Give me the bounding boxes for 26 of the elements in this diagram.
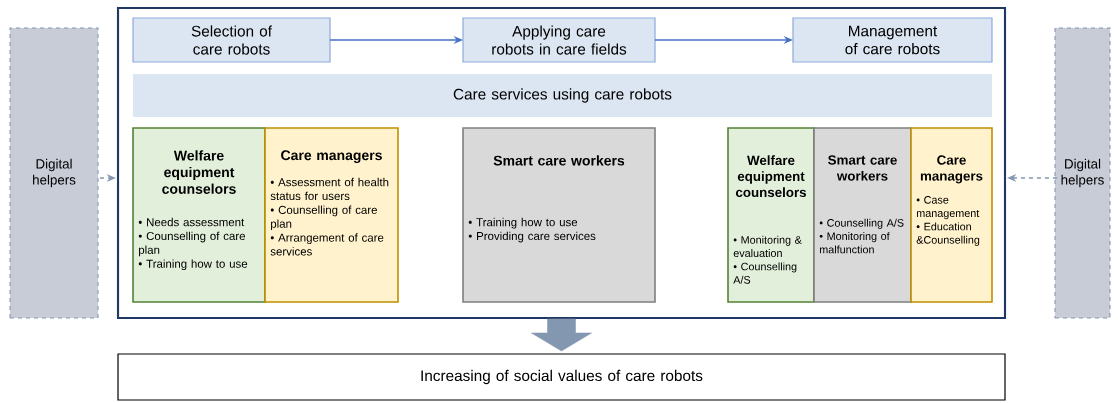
role-heading: Smart care workers <box>493 155 625 166</box>
bullet-list: • Training how to use • Providing care services <box>468 217 596 243</box>
role-heading: Care managers <box>920 155 983 184</box>
bullet-list: • Counselling A/S • Monitoring of malfunction <box>819 218 904 254</box>
helper-box: Digital helpers <box>1054 27 1111 319</box>
bullet-list: • Assessment of health status for users • Counselling of care plan • Arrangement of care services <box>270 177 389 256</box>
service-band: Care services using care robots <box>133 74 992 117</box>
role-heading: Welfare equipment counselors <box>162 150 236 194</box>
role-box <box>132 127 266 303</box>
role-heading: Care managers <box>281 150 382 163</box>
role-box <box>264 127 399 303</box>
role-box <box>910 127 993 303</box>
process-box: Applying care robots in care fields <box>462 17 656 63</box>
role-box <box>813 127 912 303</box>
role-heading: Welfare equipment counselors <box>735 155 807 198</box>
role-box <box>727 127 815 303</box>
result-box: Increasing of social values of care robots <box>117 353 1006 401</box>
process-box: Selection of care robots <box>132 17 331 63</box>
process-box: Management of care robots <box>792 17 993 63</box>
bullet-list: • Needs assessment • Counselling of care plan • Training how to use <box>138 217 248 271</box>
block-arrow <box>531 318 592 352</box>
bullet-list: • Case management • Education &Counselling <box>916 196 980 246</box>
helper-box: Digital helpers <box>9 27 99 319</box>
bullet-list: • Monitoring & evaluation • Counselling A/S <box>733 235 802 284</box>
role-box <box>462 127 656 303</box>
role-heading: Smart care workers <box>828 155 897 181</box>
